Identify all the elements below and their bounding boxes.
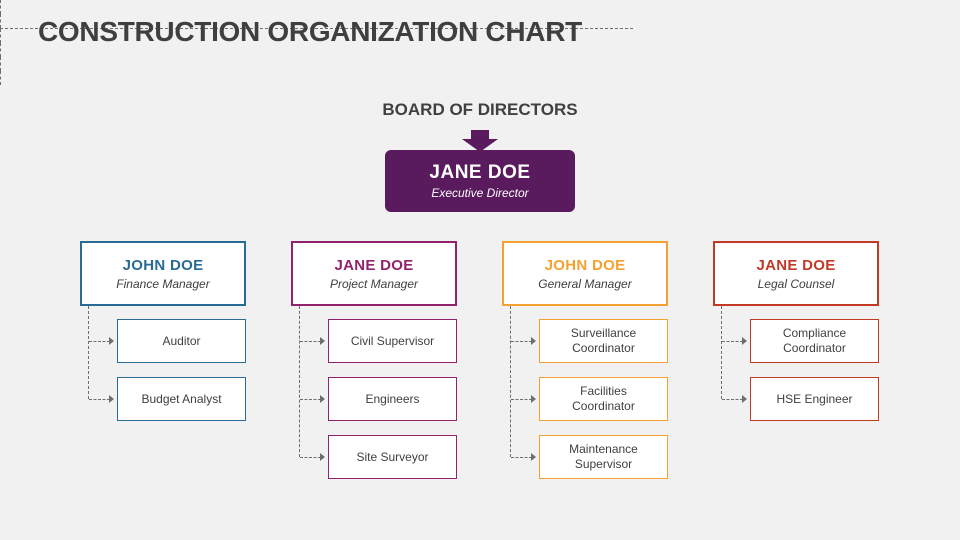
- connector-arrow-icon: [531, 337, 536, 345]
- connector-line: [511, 399, 532, 400]
- connector-arrow-icon: [320, 453, 325, 461]
- branch-role: Finance Manager: [116, 276, 210, 291]
- branch-role: Legal Counsel: [757, 276, 835, 291]
- branch-legal: JANE DOE Legal Counsel Compliance Coordi…: [713, 241, 879, 481]
- connector-arrow-icon: [531, 453, 536, 461]
- board-of-directors-label: BOARD OF DIRECTORS: [382, 100, 578, 119]
- connector-line: [299, 306, 300, 457]
- role-box-site-surveyor: Site Surveyor: [328, 435, 457, 479]
- connector-arrow-icon: [109, 337, 114, 345]
- connector-line: [722, 341, 743, 342]
- down-arrow-icon: [471, 130, 489, 140]
- branch-name: JANE DOE: [334, 256, 414, 274]
- branch-name: JOHN DOE: [122, 256, 204, 274]
- connector-line: [0, 71, 1, 85]
- role-box-engineers: Engineers: [328, 377, 457, 421]
- branch-name: JANE DOE: [756, 256, 836, 274]
- connector-line: [0, 14, 1, 28]
- connector-line: [0, 43, 1, 57]
- role-box-hse-engineer: HSE Engineer: [750, 377, 879, 421]
- connector-arrow-icon: [320, 337, 325, 345]
- branch-name: JOHN DOE: [544, 256, 626, 274]
- connector-line: [89, 341, 110, 342]
- branch-project: JANE DOE Project Manager Civil Superviso…: [291, 241, 457, 481]
- role-box-compliance-coordinator: Compliance Coordinator: [750, 319, 879, 363]
- branch-general: JOHN DOE General Manager Surveillance Co…: [502, 241, 668, 481]
- branch-box-legal-counsel: JANE DOE Legal Counsel: [713, 241, 879, 306]
- branch-finance: JOHN DOE Finance Manager Auditor Budget …: [80, 241, 246, 481]
- connector-line: [0, 57, 1, 71]
- role-box-civil-supervisor: Civil Supervisor: [328, 319, 457, 363]
- connector-arrow-icon: [742, 395, 747, 403]
- connector-line: [511, 457, 532, 458]
- branch-box-project-manager: JANE DOE Project Manager: [291, 241, 457, 306]
- executive-director-box: JANE DOE Executive Director: [385, 150, 575, 212]
- connector-arrow-icon: [742, 337, 747, 345]
- connector-line: [0, 0, 1, 14]
- connector-line: [511, 341, 532, 342]
- connector-arrow-icon: [109, 395, 114, 403]
- connector-line: [721, 306, 722, 399]
- role-box-auditor: Auditor: [117, 319, 246, 363]
- branch-role: Project Manager: [329, 276, 419, 291]
- connector-line: [300, 341, 321, 342]
- connector-line: [0, 28, 633, 29]
- connector-line: [88, 306, 89, 399]
- connector-line: [0, 29, 1, 43]
- role-box-facilities-coordinator: Facilities Coordinator: [539, 377, 668, 421]
- role-box-surveillance-coordinator: Surveillance Coordinator: [539, 319, 668, 363]
- connector-arrow-icon: [531, 395, 536, 403]
- connector-arrow-icon: [320, 395, 325, 403]
- down-arrow-icon: [462, 139, 498, 152]
- connector-line: [89, 399, 110, 400]
- page-title: CONSTRUCTION ORGANIZATION CHART: [38, 16, 582, 47]
- connector-line: [722, 399, 743, 400]
- role-box-maintenance-supervisor: Maintenance Supervisor: [539, 435, 668, 479]
- branch-role: General Manager: [538, 276, 632, 291]
- role-box-budget-analyst: Budget Analyst: [117, 377, 246, 421]
- executive-role: Executive Director: [431, 186, 529, 200]
- branch-box-finance-manager: JOHN DOE Finance Manager: [80, 241, 246, 306]
- branch-box-general-manager: JOHN DOE General Manager: [502, 241, 668, 306]
- executive-name: JANE DOE: [429, 162, 531, 183]
- connector-line: [300, 399, 321, 400]
- connector-line: [300, 457, 321, 458]
- connector-line: [510, 306, 511, 457]
